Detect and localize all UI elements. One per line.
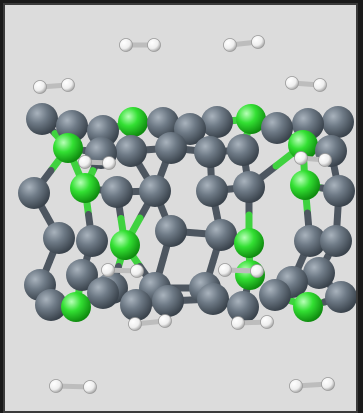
hydrogen-atom xyxy=(61,78,75,92)
green-atom xyxy=(236,104,266,134)
gray-atom xyxy=(197,283,229,315)
hydrogen-atom xyxy=(119,38,133,52)
hydrogen-atom xyxy=(294,151,308,165)
green-atom xyxy=(70,173,100,203)
gray-atom xyxy=(152,285,184,317)
hydrogen-atom xyxy=(260,315,274,329)
gray-atom xyxy=(101,176,133,208)
molecule-canvas[interactable] xyxy=(5,5,356,411)
hydrogen-atom xyxy=(285,76,299,90)
hydrogen-atom xyxy=(33,80,47,94)
green-atom xyxy=(234,228,264,258)
gray-atom xyxy=(43,222,75,254)
gray-atom xyxy=(303,257,335,289)
hydrogen-atom xyxy=(223,38,237,52)
hydrogen-molecule xyxy=(78,155,116,170)
gray-atom xyxy=(115,135,147,167)
hydrogen-molecule xyxy=(218,263,264,278)
gray-atom xyxy=(155,132,187,164)
gray-atom xyxy=(120,289,152,321)
gray-atom xyxy=(322,106,354,138)
hydrogen-atom xyxy=(78,155,92,169)
hydrogen-molecule xyxy=(231,315,274,330)
gray-atom xyxy=(261,112,293,144)
gray-atom xyxy=(87,277,119,309)
hydrogen-atom xyxy=(102,156,116,170)
gray-atom xyxy=(325,281,356,313)
hydrogen-molecule xyxy=(289,377,335,393)
gray-atom xyxy=(227,134,259,166)
hydrogen-atom xyxy=(128,317,142,331)
gray-atom xyxy=(26,103,58,135)
hydrogen-atom xyxy=(130,264,144,278)
gray-atom xyxy=(205,219,237,251)
gray-atom xyxy=(233,171,265,203)
gray-atom xyxy=(76,225,108,257)
gray-atom xyxy=(147,107,179,139)
hydrogen-molecule xyxy=(101,263,144,278)
green-atom xyxy=(118,107,148,137)
hydrogen-atom xyxy=(158,314,172,328)
green-atom xyxy=(288,130,318,160)
green-atom xyxy=(110,230,140,260)
gray-atom xyxy=(35,289,67,321)
hydrogen-atom xyxy=(318,153,332,167)
hydrogen-atom xyxy=(83,380,97,394)
hydrogen-atom xyxy=(218,263,232,277)
hydrogen-atom xyxy=(289,379,303,393)
gray-atom xyxy=(201,106,233,138)
gray-atom xyxy=(155,215,187,247)
hydrogen-atom xyxy=(101,263,115,277)
gray-atom xyxy=(320,225,352,257)
hydrogen-atom xyxy=(49,379,63,393)
gray-atom xyxy=(227,291,259,323)
hydrogen-atom xyxy=(250,264,264,278)
hydrogen-molecule xyxy=(223,35,265,52)
gray-atom xyxy=(259,279,291,311)
hydrogen-atom xyxy=(321,377,335,391)
hydrogen-molecules-layer xyxy=(33,35,335,394)
hydrogen-molecule xyxy=(49,379,97,394)
atoms-layer xyxy=(18,103,356,323)
molecule-viewport[interactable] xyxy=(3,3,358,413)
green-atom xyxy=(53,133,83,163)
gray-atom xyxy=(196,175,228,207)
hydrogen-atom xyxy=(147,38,161,52)
gray-atom xyxy=(294,225,326,257)
green-atom xyxy=(293,292,323,322)
hydrogen-molecule xyxy=(128,314,172,331)
hydrogen-atom xyxy=(313,78,327,92)
green-atom xyxy=(61,292,91,322)
hydrogen-molecule xyxy=(119,38,161,52)
hydrogen-atom xyxy=(251,35,265,49)
gray-atom xyxy=(18,177,50,209)
hydrogen-atom xyxy=(231,316,245,330)
green-atom xyxy=(290,170,320,200)
hydrogen-molecule xyxy=(285,76,327,92)
gray-atom xyxy=(139,175,171,207)
gray-atom xyxy=(66,259,98,291)
hydrogen-molecule xyxy=(33,78,75,94)
gray-atom xyxy=(194,136,226,168)
gray-atom xyxy=(323,175,355,207)
hydrogen-molecule xyxy=(294,151,332,167)
